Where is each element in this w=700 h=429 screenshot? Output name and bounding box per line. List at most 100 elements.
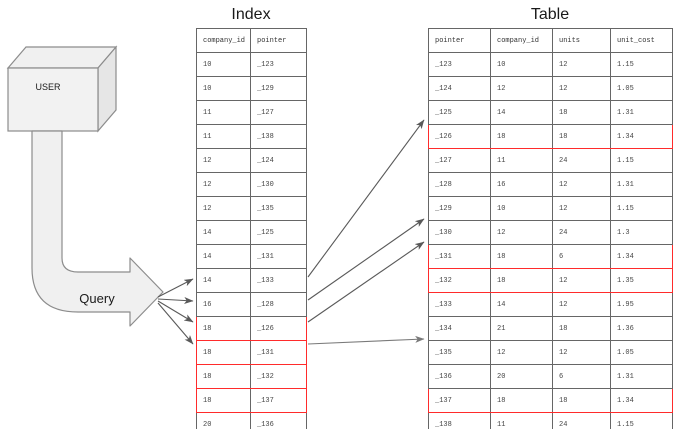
cell-company-id: 14 <box>196 244 251 269</box>
cell-units: 18 <box>552 316 611 341</box>
data-col-pointer: pointer <box>428 28 491 53</box>
cell-units: 6 <box>552 244 611 269</box>
cell-company-id: 10 <box>490 196 553 221</box>
cell-company-id: 18 <box>490 124 553 149</box>
cell-units: 18 <box>552 388 611 413</box>
index-title: Index <box>231 6 271 23</box>
cell-unit-cost: 1.36 <box>610 316 673 341</box>
cell-pointer: _125 <box>250 220 307 245</box>
index-table-row: 14_125 <box>196 220 307 245</box>
cell-company-id: 11 <box>490 412 553 429</box>
cell-pointer: _123 <box>250 52 307 77</box>
cell-units: 24 <box>552 148 611 173</box>
index-table-header-row: company_id pointer <box>196 28 307 53</box>
cell-company-id: 10 <box>196 76 251 101</box>
cell-units: 18 <box>552 124 611 149</box>
cell-company-id: 10 <box>490 52 553 77</box>
cell-company-id: 16 <box>196 292 251 317</box>
cell-pointer: _138 <box>250 124 307 149</box>
index-table-row: 18_137 <box>196 388 307 413</box>
cell-company-id: 12 <box>196 196 251 221</box>
cell-company-id: 14 <box>196 268 251 293</box>
data-col-units: units <box>552 28 611 53</box>
cell-units: 12 <box>552 340 611 365</box>
cell-pointer: _123 <box>428 52 491 77</box>
cell-company-id: 18 <box>490 388 553 413</box>
cell-pointer: _137 <box>428 388 491 413</box>
index-to-table-arrows <box>307 119 425 345</box>
index-col-pointer: pointer <box>250 28 307 53</box>
cell-unit-cost: 1.15 <box>610 148 673 173</box>
index-table-row: 20_136 <box>196 412 307 429</box>
cell-pointer: _129 <box>250 76 307 101</box>
index-table-row: 18_126 <box>196 316 307 341</box>
cell-company-id: 12 <box>490 220 553 245</box>
cell-pointer: _127 <box>250 100 307 125</box>
data-col-unit-cost: unit_cost <box>610 28 673 53</box>
cell-company-id: 18 <box>196 364 251 389</box>
index-col-company-id: company_id <box>196 28 251 53</box>
cell-units: 12 <box>552 196 611 221</box>
cell-units: 6 <box>552 364 611 389</box>
cell-unit-cost: 1.31 <box>610 100 673 125</box>
index-table-row: 10_123 <box>196 52 307 77</box>
cell-pointer: _135 <box>250 196 307 221</box>
cell-pointer: _137 <box>250 388 307 413</box>
cell-pointer: _132 <box>250 364 307 389</box>
data-col-company-id: company_id <box>490 28 553 53</box>
index-table-row: 14_131 <box>196 244 307 269</box>
cell-company-id: 20 <box>196 412 251 429</box>
cell-company-id: 14 <box>490 292 553 317</box>
cell-company-id: 20 <box>490 364 553 389</box>
cell-pointer: _129 <box>428 196 491 221</box>
cell-unit-cost: 1.34 <box>610 244 673 269</box>
cell-unit-cost: 1.34 <box>610 388 673 413</box>
cell-pointer: _127 <box>428 148 491 173</box>
cell-units: 12 <box>552 292 611 317</box>
cell-pointer: _128 <box>428 172 491 197</box>
cell-unit-cost: 1.05 <box>610 340 673 365</box>
index-table-row: 11_127 <box>196 100 307 125</box>
cell-unit-cost: 1.31 <box>610 172 673 197</box>
cell-company-id: 12 <box>490 76 553 101</box>
data-table-header-row: pointer company_id units unit_cost <box>428 28 673 53</box>
cell-company-id: 14 <box>196 220 251 245</box>
cell-pointer: _136 <box>428 364 491 389</box>
cell-unit-cost: 1.95 <box>610 292 673 317</box>
cell-unit-cost: 1.35 <box>610 268 673 293</box>
cell-unit-cost: 1.34 <box>610 124 673 149</box>
cell-company-id: 12 <box>490 340 553 365</box>
table-title: Table <box>530 6 570 23</box>
cell-company-id: 12 <box>196 172 251 197</box>
cell-pointer: _135 <box>428 340 491 365</box>
cell-unit-cost: 1.15 <box>610 412 673 429</box>
index-table-row: 18_132 <box>196 364 307 389</box>
index-table-row: 12_130 <box>196 172 307 197</box>
cell-pointer: _125 <box>428 100 491 125</box>
index-table-row: 12_124 <box>196 148 307 173</box>
index-table-row: 11_138 <box>196 124 307 149</box>
cell-pointer: _131 <box>250 244 307 269</box>
cell-company-id: 16 <box>490 172 553 197</box>
query-to-index-arrows <box>157 278 194 345</box>
index-table-row: 14_133 <box>196 268 307 293</box>
cell-unit-cost: 1.3 <box>610 220 673 245</box>
cell-pointer: _131 <box>428 244 491 269</box>
index-table-row: 10_129 <box>196 76 307 101</box>
cell-company-id: 12 <box>196 148 251 173</box>
